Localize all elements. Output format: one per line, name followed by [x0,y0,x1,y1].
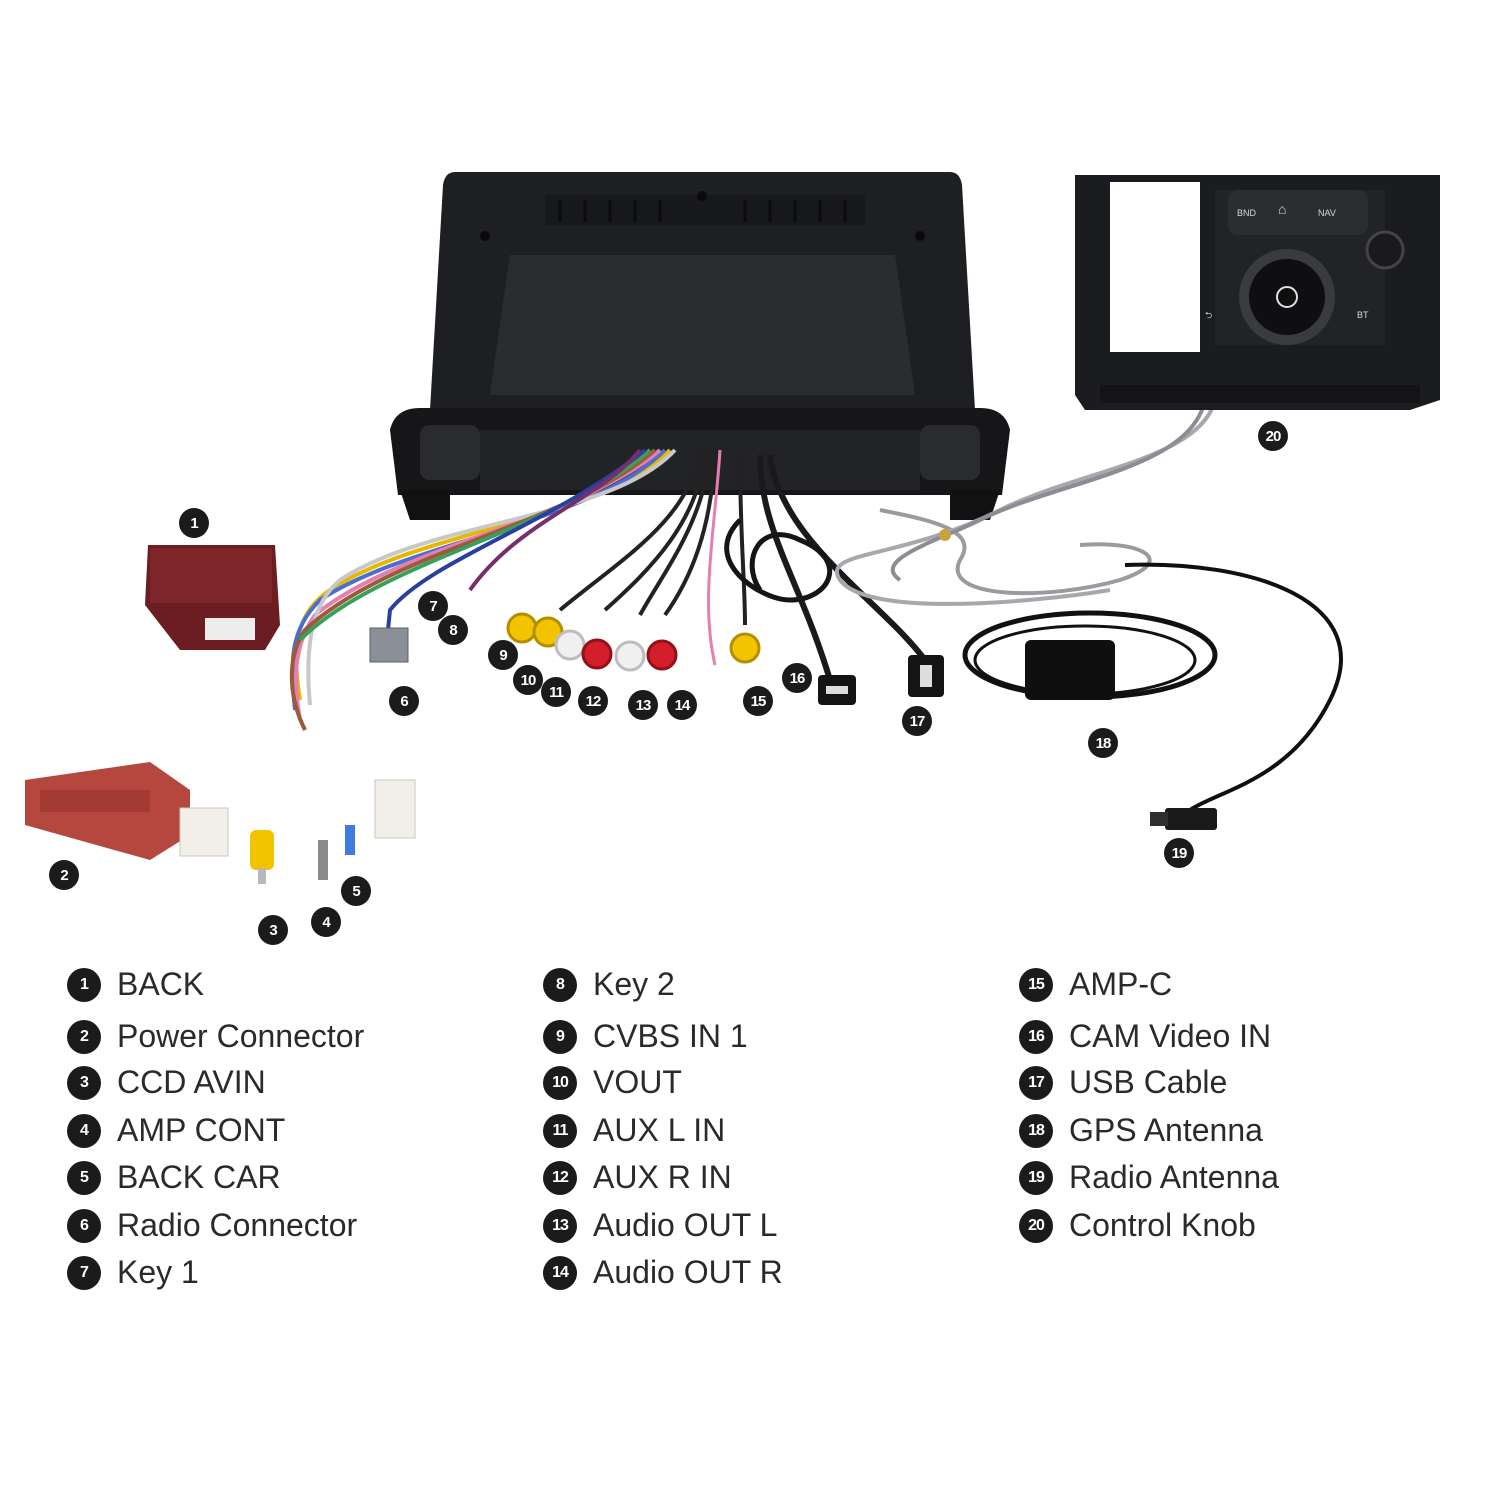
legend-number: 8 [543,967,577,1002]
rca-plugs [506,612,761,672]
legend-label: CAM Video IN [1069,1018,1272,1054]
legend-number: 1 [67,967,101,1002]
callout-1: 1 [179,508,209,538]
legend-item: 14 Audio OUT R [543,1254,783,1291]
legend-number: 4 [67,1113,101,1148]
legend-label: AUX L IN [593,1112,726,1148]
legend-item: 10 VOUT [543,1064,682,1101]
legend-item: 3 CCD AVIN [67,1064,266,1101]
legend-number: 12 [543,1160,577,1195]
legend-label: AMP CONT [117,1112,286,1148]
legend-label: VOUT [593,1064,682,1100]
legend-item: 6 Radio Connector [67,1207,357,1244]
callout-16: 16 [782,663,812,693]
callout-14: 14 [667,690,697,720]
legend-label: USB Cable [1069,1064,1228,1100]
callout-20: 20 [1258,421,1288,451]
legend-number: 2 [67,1019,101,1054]
legend-label: Key 2 [593,966,675,1002]
legend-item: 15 AMP-C [1019,966,1172,1003]
control-knob-panel: BND NAV ⮌ BT ⌂ [1075,175,1440,410]
usb-connectors [818,655,944,705]
legend-item: 9 CVBS IN 1 [543,1018,748,1055]
legend-label: GPS Antenna [1069,1112,1263,1148]
legend-item: 20 Control Knob [1019,1207,1256,1244]
home-icon: ⌂ [1278,201,1286,217]
callout-2: 2 [49,860,79,890]
legend-label: Radio Connector [117,1207,358,1243]
callout-9: 9 [488,640,518,670]
legend-item: 8 Key 2 [543,966,675,1003]
legend-number: 18 [1019,1113,1053,1148]
legend-label: Audio OUT R [593,1254,783,1290]
legend-number: 13 [543,1208,577,1243]
legend-item: 12 AUX R IN [543,1159,732,1196]
legend-number: 6 [67,1208,101,1243]
legend-number: 16 [1019,1019,1053,1054]
callout-12: 12 [578,686,608,716]
legend-number: 11 [543,1113,577,1148]
legend-item: 18 GPS Antenna [1019,1112,1263,1149]
legend-number: 5 [67,1160,101,1195]
legend-item: 2 Power Connector [67,1018,364,1055]
legend-number: 7 [67,1255,101,1290]
back-car-pin [345,825,355,855]
legend-number: 20 [1019,1208,1053,1243]
head-unit [390,172,1010,520]
legend-label: AMP-C [1069,966,1173,1002]
legend-label: Control Knob [1069,1207,1256,1243]
back-module [145,545,280,650]
callout-3: 3 [258,915,288,945]
callout-4: 4 [311,907,341,937]
legend-number: 19 [1019,1160,1053,1195]
callout-13: 13 [628,690,658,720]
nav-label: NAV [1318,208,1336,218]
legend-item: 7 Key 1 [67,1254,199,1291]
legend-label: BACK CAR [117,1159,281,1195]
legend-label: AUX R IN [593,1159,732,1195]
legend-label: Power Connector [117,1018,365,1054]
legend-label: Key 1 [117,1254,199,1290]
amp-cont-pin [318,840,328,880]
legend-number: 9 [543,1019,577,1054]
legend-item: 16 CAM Video IN [1019,1018,1271,1055]
legend-item: 1 BACK [67,966,204,1003]
callout-15: 15 [743,686,773,716]
callout-17: 17 [902,706,932,736]
callout-6: 6 [389,686,419,716]
bt-label: BT [1357,310,1369,320]
legend-number: 3 [67,1065,101,1100]
legend-item: 5 BACK CAR [67,1159,281,1196]
gps-antenna [939,529,1115,700]
back-arrow-label: ⮌ [1205,310,1212,320]
callout-8: 8 [438,615,468,645]
callout-7: 7 [418,591,448,621]
power-connector [25,762,416,860]
legend-number: 10 [543,1065,577,1100]
bnd-label: BND [1237,208,1257,218]
callout-10: 10 [513,665,543,695]
callout-11: 11 [541,677,571,707]
legend-item: 11 AUX L IN [543,1112,725,1149]
legend-item: 13 Audio OUT L [543,1207,777,1244]
ccd-avin-plug [250,830,274,884]
callout-5: 5 [341,876,371,906]
legend-number: 15 [1019,967,1053,1002]
legend-label: CCD AVIN [117,1064,266,1100]
legend-item: 19 Radio Antenna [1019,1159,1279,1196]
legend-label: BACK [117,966,205,1002]
legend-label: CVBS IN 1 [593,1018,748,1054]
legend-number: 14 [543,1255,577,1290]
legend-number: 17 [1019,1065,1053,1100]
radio-antenna-plug [1150,808,1217,830]
callout-19: 19 [1164,838,1194,868]
radio-connector [369,627,409,663]
legend-item: 4 AMP CONT [67,1112,285,1149]
legend-item: 17 USB Cable [1019,1064,1227,1101]
callout-18: 18 [1088,728,1118,758]
wire-harness [289,399,1343,812]
legend-label: Audio OUT L [593,1207,778,1243]
legend-label: Radio Antenna [1069,1159,1279,1195]
